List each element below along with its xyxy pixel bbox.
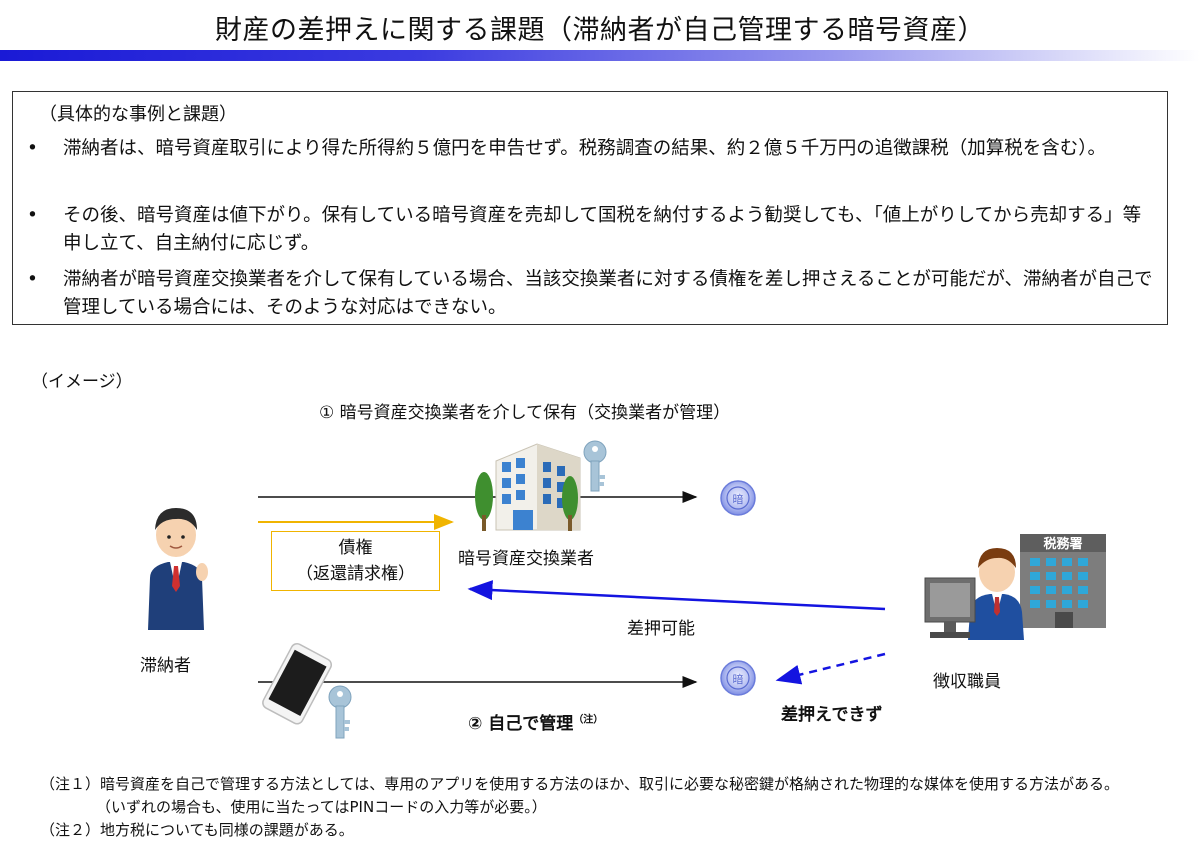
box-heading: （具体的な事例と課題） [39, 104, 237, 125]
case-description-box: （具体的な事例と課題） • 滞納者は、暗号資産取引により得た所得約５億円を申告せ… [12, 91, 1168, 325]
case2-text: ② 自己で管理 [468, 714, 574, 734]
note-1: （注１）暗号資産を自己で管理する方法としては、専用のアプリを使用する方法のほか、… [40, 775, 1119, 793]
bullet-mark: • [27, 138, 38, 159]
coin-symbol: 暗 [733, 492, 744, 506]
claim-line2: （返還請求権） [296, 564, 415, 584]
note-2: （注２）地方税についても同様の課題がある。 [40, 821, 354, 839]
debtor-person-icon [148, 508, 208, 630]
key-icon [328, 685, 352, 739]
title-underline-bar [0, 50, 1200, 61]
crypto-coin-icon: 暗 [720, 660, 756, 696]
bullet-item-1: • 滞納者は、暗号資産取引により得た所得約５億円を申告せず。税務調査の結果、約２… [27, 135, 1157, 163]
debtor-label: 滞納者 [140, 656, 191, 676]
bullet-item-2: • その後、暗号資産は値下がり。保有している暗号資産を売却して国税を納付するよう… [27, 202, 1157, 258]
image-section-label: （イメージ） [31, 372, 133, 392]
seizure-possible-label: 差押可能 [627, 619, 695, 639]
smartphone-icon [262, 643, 333, 725]
tax-office-building-icon: 税務署 [1020, 534, 1106, 628]
coin-symbol: 暗 [733, 672, 744, 686]
bullet-text-2: その後、暗号資産は値下がり。保有している暗号資産を売却して国税を納付するよう勧奨… [63, 205, 1142, 254]
officer-label: 徴収職員 [933, 672, 1001, 692]
crypto-coin-icon: 暗 [720, 480, 756, 516]
bullet-mark: • [27, 269, 38, 290]
key-icon [583, 440, 607, 492]
exchange-label: 暗号資産交換業者 [458, 549, 594, 569]
bullet-text-1: 滞納者は、暗号資産取引により得た所得約５億円を申告せず。税務調査の結果、約２億５… [63, 138, 1107, 159]
claim-line1: 債権 [338, 538, 373, 558]
note-1-sub: （いずれの場合も、使用に当たってはPINコードの入力等が必要。） [96, 798, 547, 816]
exchange-building-icon [475, 443, 581, 531]
case2-label: ② 自己で管理（注） [468, 709, 603, 734]
claim-box: 債権 （返還請求権） [271, 531, 440, 591]
cannot-seize-arrow [775, 652, 886, 685]
case1-label: ① 暗号資産交換業者を介して保有（交換業者が管理） [319, 403, 731, 423]
seizure-possible-arrow [467, 580, 886, 611]
bullet-item-3: • 滞納者が暗号資産交換業者を介して保有している場合、当該交換業者に対する債権を… [27, 266, 1157, 322]
page-title: 財産の差押えに関する課題（滞納者が自己管理する暗号資産） [215, 15, 985, 46]
tax-office-sign: 税務署 [1043, 536, 1082, 552]
bullet-text-3: 滞納者が暗号資産交換業者を介して保有している場合、当該交換業者に対する債権を差し… [63, 269, 1153, 318]
cannot-seize-label: 差押えできず [781, 705, 883, 725]
bullet-mark: • [27, 205, 38, 226]
tax-officer-icon [924, 548, 1024, 640]
case2-note-mark: （注） [573, 714, 604, 726]
